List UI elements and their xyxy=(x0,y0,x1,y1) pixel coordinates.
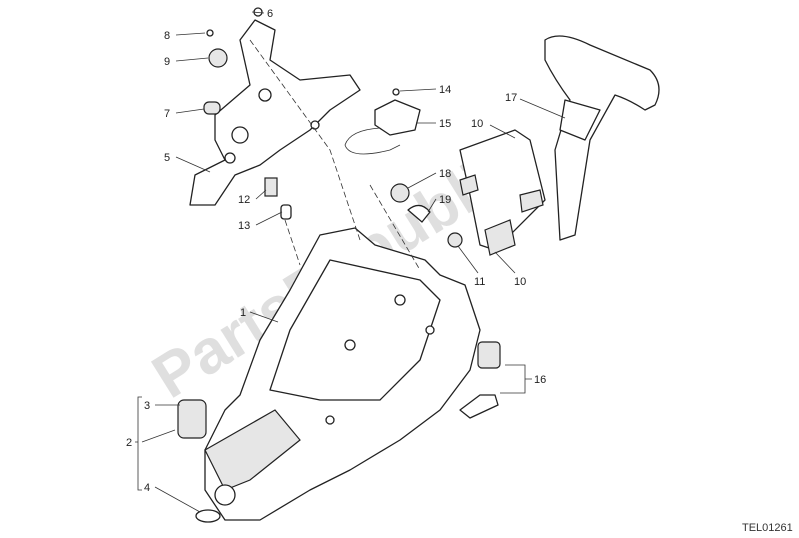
callout-2: 2 xyxy=(126,437,132,449)
nut xyxy=(447,232,463,248)
callout-4: 4 xyxy=(144,482,150,494)
callout-1: 1 xyxy=(240,307,246,319)
callout-7: 7 xyxy=(164,108,170,120)
callout-12: 12 xyxy=(238,194,250,206)
rear-subframe xyxy=(204,227,481,521)
drawing-code: TEL01261 xyxy=(742,522,793,534)
lock-barrel xyxy=(177,399,221,523)
callout-14: 14 xyxy=(439,84,451,96)
callout-8: 8 xyxy=(164,30,170,42)
grab-handle xyxy=(544,35,660,241)
spring xyxy=(264,177,278,197)
callout-3: 3 xyxy=(144,400,150,412)
callout-18: 18 xyxy=(439,168,451,180)
callout-6: 6 xyxy=(267,8,273,20)
callout-10: 10 xyxy=(471,118,483,130)
sensor xyxy=(344,88,421,155)
mounting-bracket xyxy=(459,129,546,256)
callout-13: 13 xyxy=(238,220,250,232)
callout-19: 19 xyxy=(439,194,451,206)
callout-5: 5 xyxy=(164,152,170,164)
callout-9: 9 xyxy=(164,56,170,68)
pin xyxy=(280,204,292,220)
callout-15: 15 xyxy=(439,118,451,130)
screw xyxy=(206,29,214,37)
callout-11: 11 xyxy=(474,276,485,288)
lock-cylinder xyxy=(459,341,501,419)
rubber-plug xyxy=(203,101,221,115)
clip xyxy=(407,204,431,223)
washer xyxy=(208,48,228,68)
leader-lines xyxy=(135,11,566,513)
callout-17: 17 xyxy=(505,92,517,104)
callout-16: 16 xyxy=(534,374,546,386)
callout-10b: 10 xyxy=(514,276,526,288)
upper-bracket xyxy=(189,19,361,206)
o-ring xyxy=(390,183,410,203)
